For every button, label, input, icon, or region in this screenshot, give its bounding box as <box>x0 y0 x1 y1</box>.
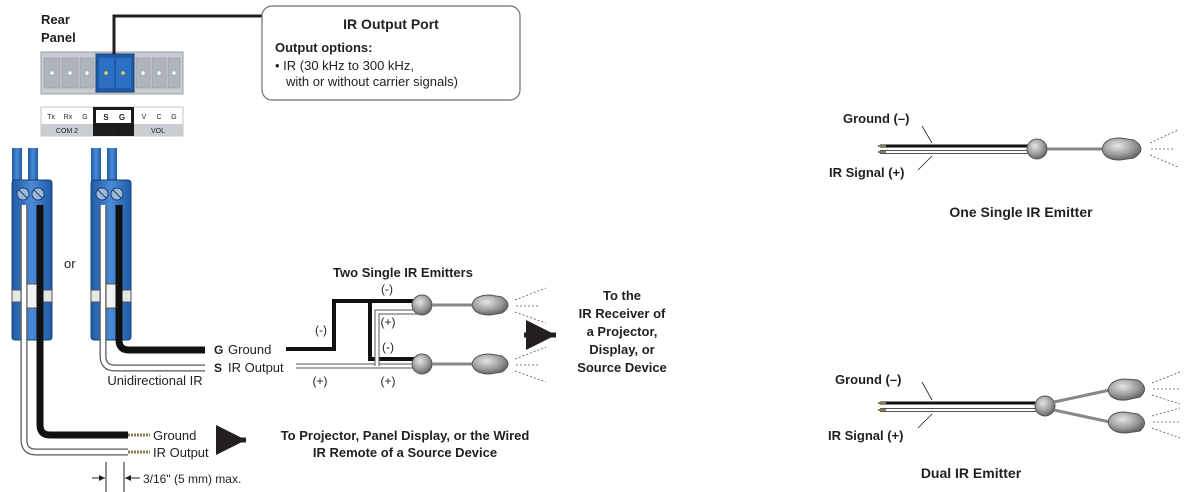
minus-top: (-) <box>381 282 393 296</box>
rear-panel-title: Rear <box>41 12 70 27</box>
receiver-2: IR Receiver of <box>579 306 666 321</box>
connector-left <box>11 148 150 456</box>
plus-mid: (+) <box>381 315 396 329</box>
or-label: or <box>64 256 76 271</box>
callout-subtitle: Output options: <box>275 40 372 55</box>
plus-left: (+) <box>313 374 328 388</box>
minus-mid: (-) <box>382 340 394 354</box>
callout-title: IR Output Port <box>343 16 439 32</box>
to-projector-1: To Projector, Panel Display, or the Wire… <box>281 428 530 443</box>
pin-g-vol: G <box>171 114 176 121</box>
iroutput-label: IR Output <box>153 445 209 460</box>
pin-v: V <box>142 114 147 121</box>
receiver-4: Display, or <box>589 342 655 357</box>
connector-middle <box>90 148 205 372</box>
ground-label: Ground <box>153 428 196 443</box>
pin-c: C <box>156 114 161 121</box>
pin-s: S <box>103 113 109 122</box>
iroutput-pin-label: IR Output <box>228 360 284 375</box>
single-emitter-caption: One Single IR Emitter <box>949 204 1093 220</box>
pin-g-label: G <box>214 343 223 357</box>
ground-pin-label: Ground <box>228 342 271 357</box>
dual-signal-label: IR Signal (+) <box>828 428 903 443</box>
minus-left: (-) <box>315 323 327 337</box>
group-com2: COM 2 <box>56 128 78 135</box>
receiver-3: a Projector, <box>587 324 658 339</box>
strip-length-label: 3/16" (5 mm) max. <box>143 472 241 486</box>
pin-g-ir: G <box>119 113 125 122</box>
receiver-5: Source Device <box>577 360 667 375</box>
dual-emitter <box>878 371 1181 439</box>
single-signal-label: IR Signal (+) <box>829 165 904 180</box>
two-emitters-wiring <box>286 287 556 383</box>
pin-tx: Tx <box>47 114 55 121</box>
group-vol: VOL <box>151 128 165 135</box>
receiver-1: To the <box>603 288 641 303</box>
callout-bullet-1: • IR (30 kHz to 300 kHz, <box>275 58 414 73</box>
dual-emitter-caption: Dual IR Emitter <box>921 465 1022 481</box>
dual-ground-label: Ground (–) <box>835 372 901 387</box>
rear-panel-title-2: Panel <box>41 30 76 45</box>
pin-g: G <box>82 114 87 121</box>
group-ir: IR <box>110 128 117 135</box>
single-ground-label: Ground (–) <box>843 111 909 126</box>
ir-output-callout: IR Output Port Output options: • IR (30 … <box>261 5 521 101</box>
two-emitters-title: Two Single IR Emitters <box>333 265 473 280</box>
callout-bullet-2: with or without carrier signals) <box>285 74 458 89</box>
single-emitter <box>878 125 1179 171</box>
unidirectional-label: Unidirectional IR <box>107 373 202 388</box>
pin-s-label: S <box>214 361 222 375</box>
plus-bottom: (+) <box>381 374 396 388</box>
to-projector-2: IR Remote of a Source Device <box>313 445 497 460</box>
rear-panel: Rear Panel Tx Rx G S G V C G COM 2 IR VO… <box>40 12 262 137</box>
pin-rx: Rx <box>64 114 73 121</box>
